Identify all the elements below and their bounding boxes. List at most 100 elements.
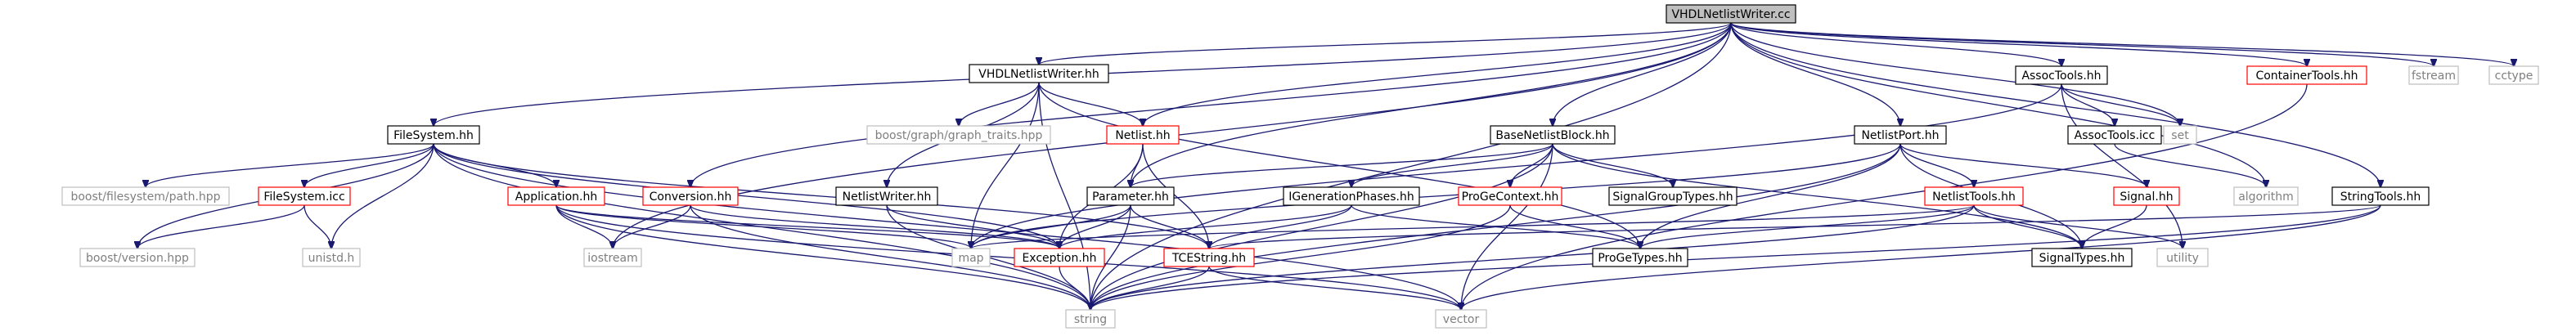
node-assoctoolshh[interactable]: AssocTools.hh bbox=[2015, 65, 2108, 85]
edge-root-to-algorithm bbox=[1730, 22, 2266, 187]
node-signalhh-box bbox=[2113, 186, 2180, 206]
node-conversionhh-box bbox=[642, 186, 739, 206]
edge-vhdlnwhh-to-netlisthh bbox=[1038, 82, 1143, 126]
node-filesystemicc[interactable]: FileSystem.icc bbox=[258, 186, 351, 206]
node-set: set bbox=[2163, 125, 2197, 145]
edge-parameterhh-to-string bbox=[1090, 204, 1131, 310]
node-stringtools[interactable]: StringTools.hh bbox=[2331, 186, 2430, 206]
node-progecontext-label: ProGeContext.hh bbox=[1462, 190, 1559, 204]
node-assoctoolsicc[interactable]: AssocTools.icc bbox=[2067, 125, 2162, 145]
node-root-box bbox=[1666, 4, 1796, 24]
node-vector-label: vector bbox=[1443, 313, 1480, 326]
node-boostgraph-box bbox=[866, 125, 1051, 145]
node-netlistwriterhh[interactable]: NetlistWriter.hh bbox=[835, 186, 938, 206]
node-stringtools-box bbox=[2331, 186, 2430, 206]
node-progetypes[interactable]: ProGeTypes.hh bbox=[1592, 248, 1688, 267]
node-containertools[interactable]: ContainerTools.hh bbox=[2246, 65, 2367, 85]
node-netlistporthh[interactable]: NetlistPort.hh bbox=[1854, 125, 1947, 145]
node-basenetlistblock-box bbox=[1490, 125, 1616, 145]
node-exceptionhh-label: Exception.hh bbox=[1022, 252, 1096, 265]
edge-exceptionhh-to-string bbox=[1059, 266, 1090, 310]
edge-filesystemhh-to-vector bbox=[433, 143, 1461, 310]
node-map-box bbox=[951, 248, 991, 267]
node-signalhh-label: Signal.hh bbox=[2120, 190, 2173, 204]
edge-netlistporthh-to-progetypes bbox=[1640, 143, 1901, 249]
node-filesystemhh[interactable]: FileSystem.hh bbox=[387, 125, 480, 145]
node-boostfs-box bbox=[61, 186, 230, 206]
node-assoctoolshh-box bbox=[2015, 65, 2108, 85]
node-filesystemicc-label: FileSystem.icc bbox=[263, 190, 344, 204]
edge-stringtools-to-tcestring bbox=[1209, 204, 2381, 249]
node-signalgrouptypes[interactable]: SignalGroupTypes.hh bbox=[1608, 186, 1738, 206]
node-netlisttools-box bbox=[1924, 186, 2024, 206]
edge-root-to-conversionhh bbox=[690, 22, 1732, 187]
node-boostgraph: boost/graph/graph_traits.hpp bbox=[866, 125, 1051, 145]
edge-tcestring-to-vector bbox=[1208, 266, 1461, 310]
node-conversionhh-label: Conversion.hh bbox=[650, 190, 732, 204]
edge-progecontext-to-progetypes bbox=[1509, 204, 1640, 249]
edge-filesystemhh-to-unistd bbox=[331, 143, 434, 249]
node-root[interactable]: VHDLNetlistWriter.cc bbox=[1666, 4, 1796, 24]
node-vector-box bbox=[1435, 309, 1487, 329]
node-netlisthh-label: Netlist.hh bbox=[1115, 129, 1170, 142]
node-igenphases[interactable]: IGenerationPhases.hh bbox=[1283, 186, 1420, 206]
node-boostgraph-label: boost/graph/graph_traits.hpp bbox=[875, 129, 1043, 142]
edge-root-to-stringtools bbox=[1730, 22, 2380, 187]
node-exceptionhh[interactable]: Exception.hh bbox=[1014, 248, 1105, 267]
edge-filesystemhh-to-boostfs bbox=[146, 143, 434, 187]
node-progetypes-label: ProGeTypes.hh bbox=[1598, 252, 1682, 265]
edge-netlisttools-to-map bbox=[971, 204, 1975, 249]
node-basenetlistblock[interactable]: BaseNetlistBlock.hh bbox=[1490, 125, 1616, 145]
node-signaltypes[interactable]: SignalTypes.hh bbox=[2031, 248, 2133, 267]
node-iostream-box bbox=[583, 248, 642, 267]
node-fstream-label: fstream bbox=[2412, 69, 2456, 83]
node-netlistwriterhh-box bbox=[835, 186, 938, 206]
node-unistd-label: unistd.h bbox=[308, 252, 355, 265]
node-progetypes-box bbox=[1592, 248, 1688, 267]
node-netlisttools[interactable]: NetlistTools.hh bbox=[1924, 186, 2024, 206]
node-cctype-label: cctype bbox=[2495, 69, 2533, 83]
node-algorithm-box bbox=[2233, 186, 2299, 206]
node-assoctoolshh-label: AssocTools.hh bbox=[2021, 69, 2101, 83]
edge-netlisttools-to-signaltypes bbox=[1973, 204, 2082, 249]
edge-conversionhh-to-string bbox=[690, 204, 1090, 310]
edge-netlistwriterhh-to-exceptionhh bbox=[886, 204, 1059, 249]
node-filesystemicc-box bbox=[258, 186, 351, 206]
edge-root-to-fstream bbox=[1730, 22, 2434, 66]
node-tcestring-label: TCEString.hh bbox=[1171, 252, 1246, 265]
node-netlisthh[interactable]: Netlist.hh bbox=[1106, 125, 1180, 145]
node-map: map bbox=[951, 248, 991, 267]
node-boostversion-label: boost/version.hpp bbox=[86, 252, 189, 265]
edge-applicationhh-to-iostream bbox=[555, 204, 613, 249]
edge-netlistporthh-to-signalhh bbox=[1899, 143, 2147, 187]
edge-root-to-containertools bbox=[1730, 22, 2307, 66]
node-parameterhh[interactable]: Parameter.hh bbox=[1086, 186, 1175, 206]
edge-basenetlistblock-to-string bbox=[1090, 143, 1553, 310]
node-applicationhh[interactable]: Application.hh bbox=[507, 186, 605, 206]
edge-igenphases-to-exceptionhh bbox=[1059, 204, 1352, 249]
node-cctype-box bbox=[2488, 65, 2539, 85]
node-netlisttools-label: NetlistTools.hh bbox=[1932, 190, 2016, 204]
node-conversionhh[interactable]: Conversion.hh bbox=[642, 186, 739, 206]
node-map-label: map bbox=[958, 252, 983, 265]
node-signalhh[interactable]: Signal.hh bbox=[2113, 186, 2180, 206]
node-tcestring[interactable]: TCEString.hh bbox=[1163, 248, 1255, 267]
node-vhdlnwhh[interactable]: VHDLNetlistWriter.hh bbox=[969, 64, 1109, 83]
edge-conversionhh-to-iostream bbox=[613, 204, 691, 249]
node-progecontext[interactable]: ProGeContext.hh bbox=[1458, 186, 1562, 206]
edge-vhdlnwhh-to-boostgraph bbox=[959, 82, 1040, 126]
node-boostfs-label: boost/filesystem/path.hpp bbox=[70, 190, 220, 204]
node-igenphases-label: IGenerationPhases.hh bbox=[1288, 190, 1414, 204]
node-filesystemhh-label: FileSystem.hh bbox=[393, 129, 474, 142]
edge-basenetlistblock-to-igenphases bbox=[1351, 143, 1553, 187]
node-progecontext-box bbox=[1458, 186, 1562, 206]
edge-progecontext-to-string bbox=[1090, 204, 1511, 310]
node-netlistporthh-box bbox=[1854, 125, 1947, 145]
node-signalgrouptypes-box bbox=[1608, 186, 1738, 206]
edge-root-to-vhdlnwhh bbox=[1039, 22, 1732, 65]
edge-root-to-basenetlistblock bbox=[1553, 22, 1732, 126]
node-stringtools-label: StringTools.hh bbox=[2340, 190, 2421, 204]
node-assoctoolsicc-box bbox=[2067, 125, 2162, 145]
edge-containertools-to-vector bbox=[1461, 83, 2308, 310]
